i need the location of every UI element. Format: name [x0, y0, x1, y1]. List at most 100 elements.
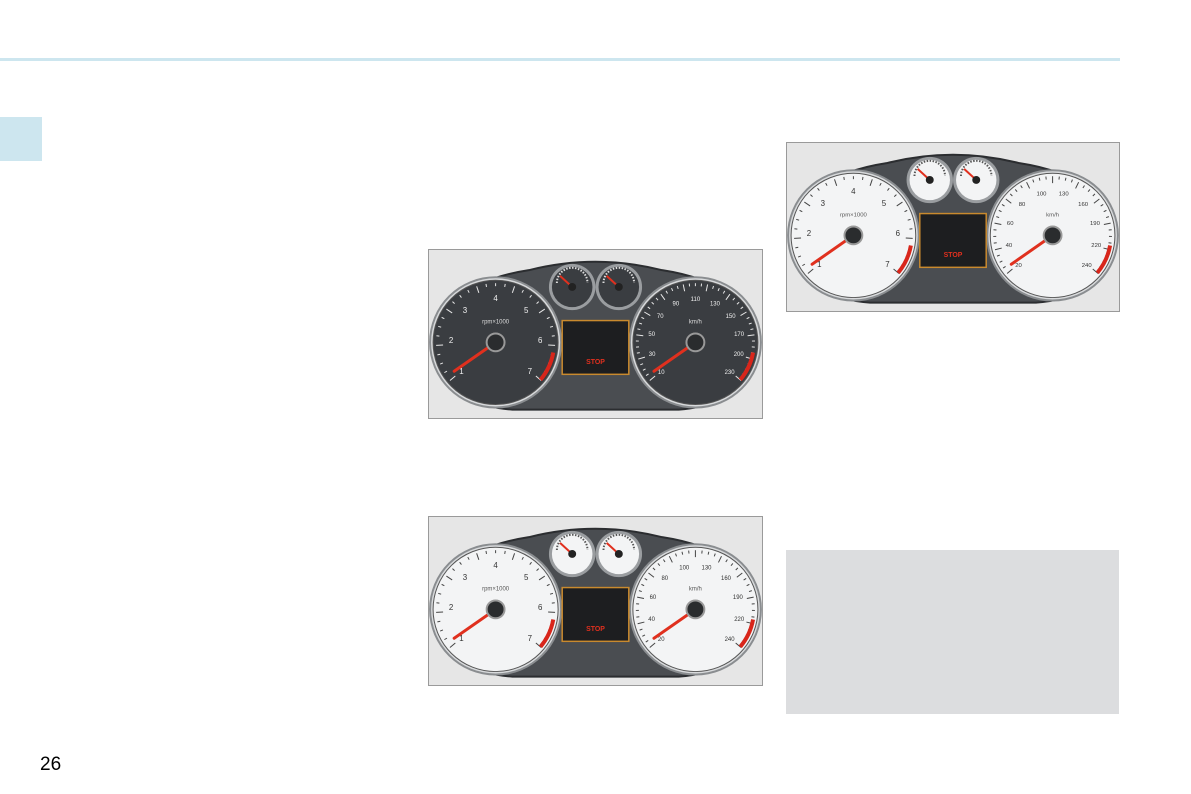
dial-tick — [645, 640, 649, 643]
dial-tick — [996, 216, 1000, 219]
dial-tick — [796, 218, 800, 221]
dial-tick — [511, 553, 516, 561]
dial-tick-label: 130 — [1059, 191, 1070, 197]
dial-tick — [799, 209, 803, 213]
dial-tick-label: 7 — [528, 634, 532, 643]
dial-tick — [637, 596, 645, 600]
dial-tick — [636, 334, 644, 337]
dial-tick — [676, 285, 679, 289]
dial-tick — [441, 316, 445, 320]
dial-tick — [1014, 189, 1018, 193]
dial-tick — [725, 293, 731, 301]
dial-tick-label: 20 — [658, 637, 665, 643]
dial-tick — [649, 642, 656, 648]
dial-hub — [1042, 225, 1063, 246]
dial-tick-label: 2 — [449, 603, 453, 612]
stop-warning-label: STOP — [586, 626, 605, 633]
dial-tick-label: 100 — [679, 565, 690, 571]
dial-tick-label: 6 — [538, 336, 543, 345]
dial-tick — [446, 308, 453, 314]
dial-tick — [1006, 268, 1013, 274]
dial-tick — [746, 596, 754, 600]
dial-unit-label: km/h — [1046, 213, 1059, 219]
dial-tick — [641, 316, 645, 320]
dial-tick — [476, 286, 480, 294]
dial-tick — [648, 572, 655, 578]
dial-tick — [1038, 177, 1041, 181]
dial-tick — [736, 572, 743, 578]
dial-tick — [1075, 181, 1080, 189]
dial-tick — [718, 555, 722, 563]
dial-tick — [1001, 204, 1005, 207]
dial-unit-label: rpm×1000 — [840, 213, 868, 219]
dial-tick — [879, 182, 882, 186]
dial-tick — [645, 373, 649, 376]
dial-tick — [647, 306, 651, 310]
dial-tick-label: 3 — [463, 573, 468, 582]
dial-tick — [660, 293, 666, 301]
dial-tick — [740, 306, 744, 310]
dial-tick — [1026, 181, 1031, 189]
dial-tick — [712, 285, 715, 289]
dial-tick — [639, 628, 643, 631]
dial-tick-label: 4 — [851, 187, 856, 196]
dial-tick-label: 3 — [463, 306, 468, 315]
dial-tick — [640, 363, 644, 366]
dial-tick — [438, 325, 442, 328]
dial-tick — [735, 375, 742, 381]
page-number: 26 — [40, 754, 62, 775]
dial-tick — [657, 563, 661, 567]
dial-red-zone — [738, 619, 756, 649]
dial-tick-label: 110 — [691, 297, 701, 303]
dial-tick — [807, 268, 814, 274]
dial-tick-label: 90 — [673, 301, 680, 307]
dial-tick — [1005, 198, 1012, 204]
dial-tick — [735, 567, 739, 571]
dial-tick — [707, 551, 710, 555]
dial-tick — [834, 179, 838, 187]
dial-tick — [804, 201, 811, 207]
central-display — [919, 212, 987, 269]
dial-tick — [817, 187, 820, 191]
dial-tick-label: 240 — [725, 637, 736, 643]
dial-tick — [1103, 222, 1111, 226]
dial-tick-label: 5 — [524, 573, 529, 582]
dial-tick — [521, 556, 524, 560]
temperature-gauge — [595, 263, 643, 311]
dial-tick — [893, 268, 900, 274]
dial-tick-label: 10 — [658, 370, 665, 376]
dial-tick-label: 230 — [725, 370, 736, 376]
dial-tick — [546, 583, 550, 587]
dial-tick-label: 2 — [449, 336, 453, 345]
dial-tick-label: 5 — [882, 199, 887, 208]
dial-tick — [536, 301, 540, 305]
dial-tick — [549, 592, 554, 595]
dial-tick — [452, 301, 455, 305]
dial-tick — [459, 294, 462, 298]
dial-tick — [1092, 193, 1096, 197]
dial-tick — [810, 194, 813, 198]
dial-tick — [449, 642, 456, 648]
dial-red-zone — [538, 352, 556, 382]
dial-tick — [467, 556, 470, 560]
dial-tick — [642, 368, 646, 371]
dial-tick — [546, 316, 550, 320]
stop-warning-label: STOP — [944, 252, 963, 259]
dial-unit-label: rpm×1000 — [482, 320, 510, 326]
dial-tick — [636, 352, 640, 354]
dial-tick — [467, 289, 470, 293]
dial-tick-label: 1 — [459, 367, 464, 376]
dial-tick-label: 200 — [734, 352, 745, 358]
dial-red-zone — [538, 619, 556, 649]
dial-tick — [681, 551, 684, 555]
dial-hub — [685, 332, 706, 353]
dial-tick — [722, 290, 726, 294]
dial-tick — [1105, 216, 1110, 219]
dial-tick — [748, 322, 752, 325]
dial-tick-label: 4 — [493, 561, 498, 570]
